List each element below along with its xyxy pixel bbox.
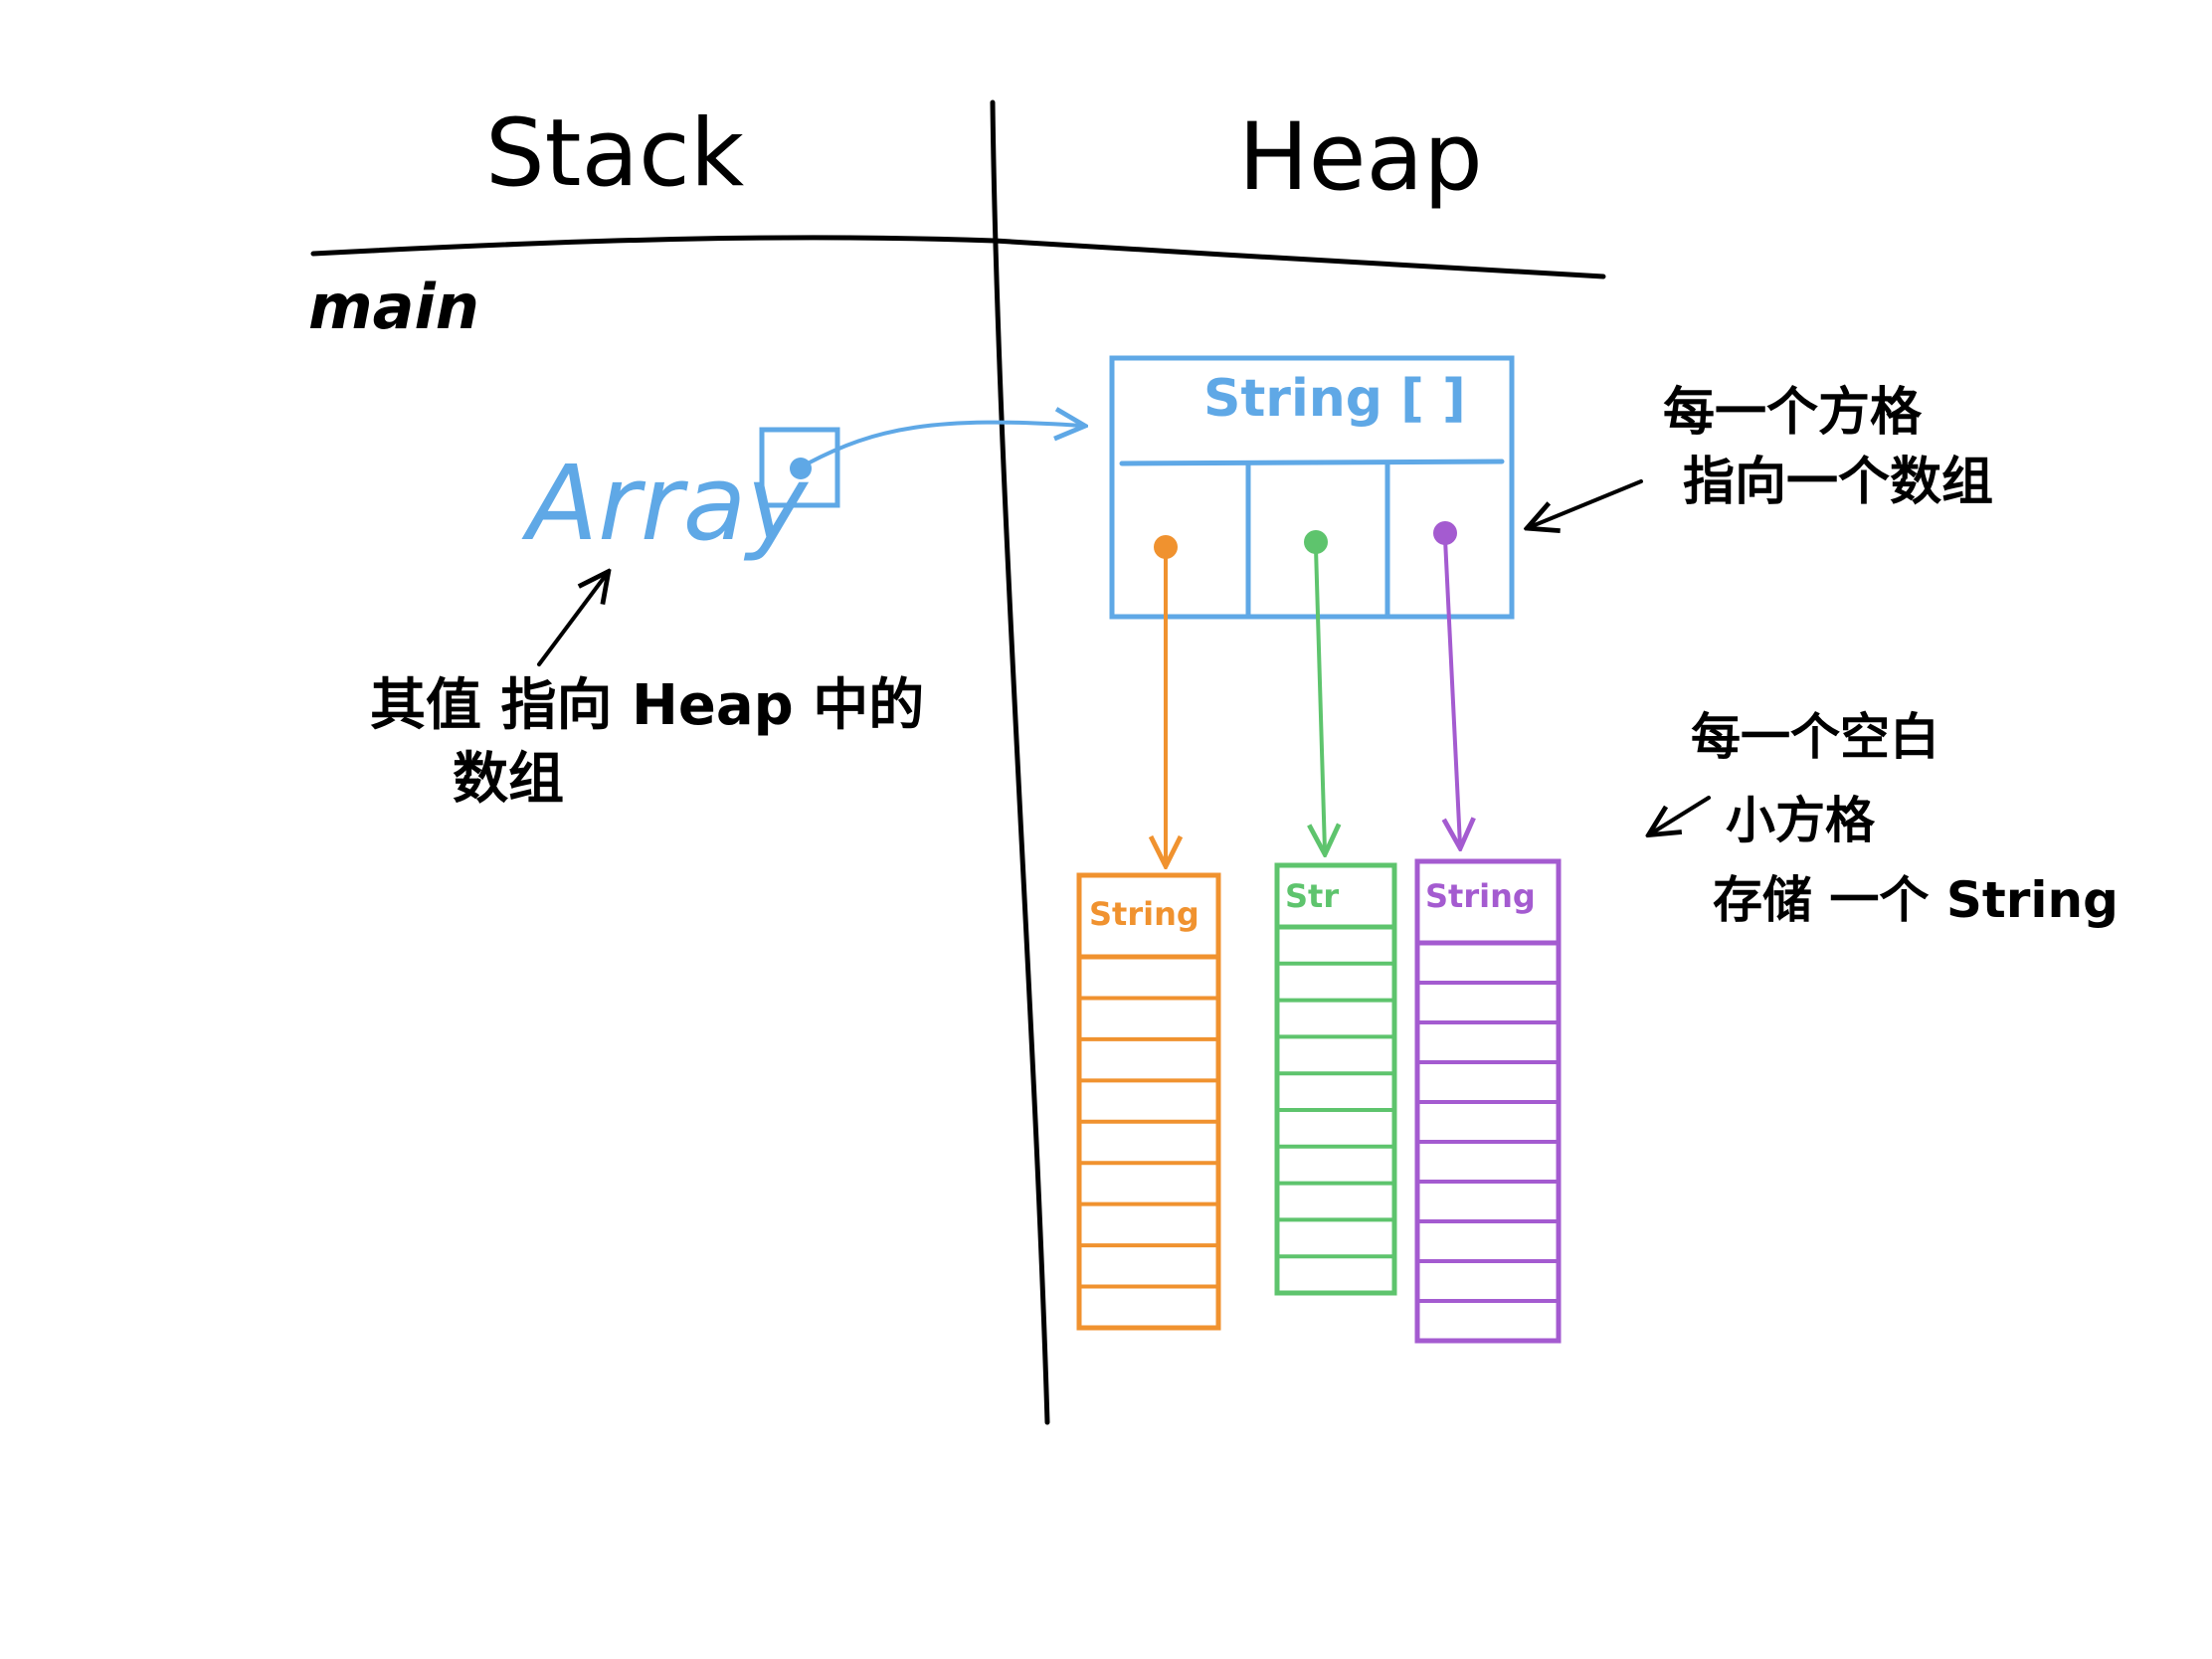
slot-dot-green: [1304, 530, 1328, 554]
reference-box: [759, 427, 840, 508]
inner-array-orange: String: [1076, 872, 1221, 1331]
array-note-line1: 其值 指向 Heap 中的: [370, 673, 924, 738]
slot-arrow-green: [1316, 546, 1325, 851]
array-note-line2: 数组: [453, 747, 564, 812]
horizontal-divider: [310, 235, 1606, 279]
stack-title: Stack: [485, 99, 745, 208]
inner-note-line2: 小方格: [1726, 792, 1876, 849]
inner-note-line3: 存储 一个 String: [1713, 871, 2119, 929]
outer-note-line2: 指向一个数组: [1683, 453, 1993, 512]
main-frame-label: main: [308, 271, 479, 343]
reference-dot: [790, 458, 812, 479]
outer-note-line1: 每一个方格: [1663, 383, 1923, 443]
inner-array-label-orange: String: [1089, 895, 1199, 933]
outer-array-label: String [ ]: [1203, 369, 1466, 429]
outer-note-arrow: [1530, 479, 1643, 527]
inner-array-rows-purple: [1417, 981, 1559, 1303]
inner-note-line1: 每一个空白: [1691, 708, 1939, 766]
inner-array-label-purple: String: [1425, 877, 1536, 915]
inner-note-arrow: [1651, 796, 1711, 833]
slot-arrow-purple: [1445, 537, 1460, 845]
heap-outer-array: String [ ]: [1109, 355, 1515, 620]
inner-array-rows-orange: [1079, 996, 1218, 1289]
inner-array-rows-green: [1277, 961, 1394, 1259]
slot-dot-purple: [1433, 521, 1457, 545]
slot-dot-orange: [1154, 535, 1178, 559]
inner-array-green: Str: [1274, 862, 1397, 1296]
inner-array-label-green: Str: [1285, 877, 1339, 915]
array-note-arrow: [537, 574, 607, 666]
inner-array-purple: String: [1414, 858, 1562, 1344]
reference-arrow: [806, 423, 1082, 465]
vertical-divider: [990, 99, 1050, 1425]
heap-title: Heap: [1238, 103, 1483, 212]
